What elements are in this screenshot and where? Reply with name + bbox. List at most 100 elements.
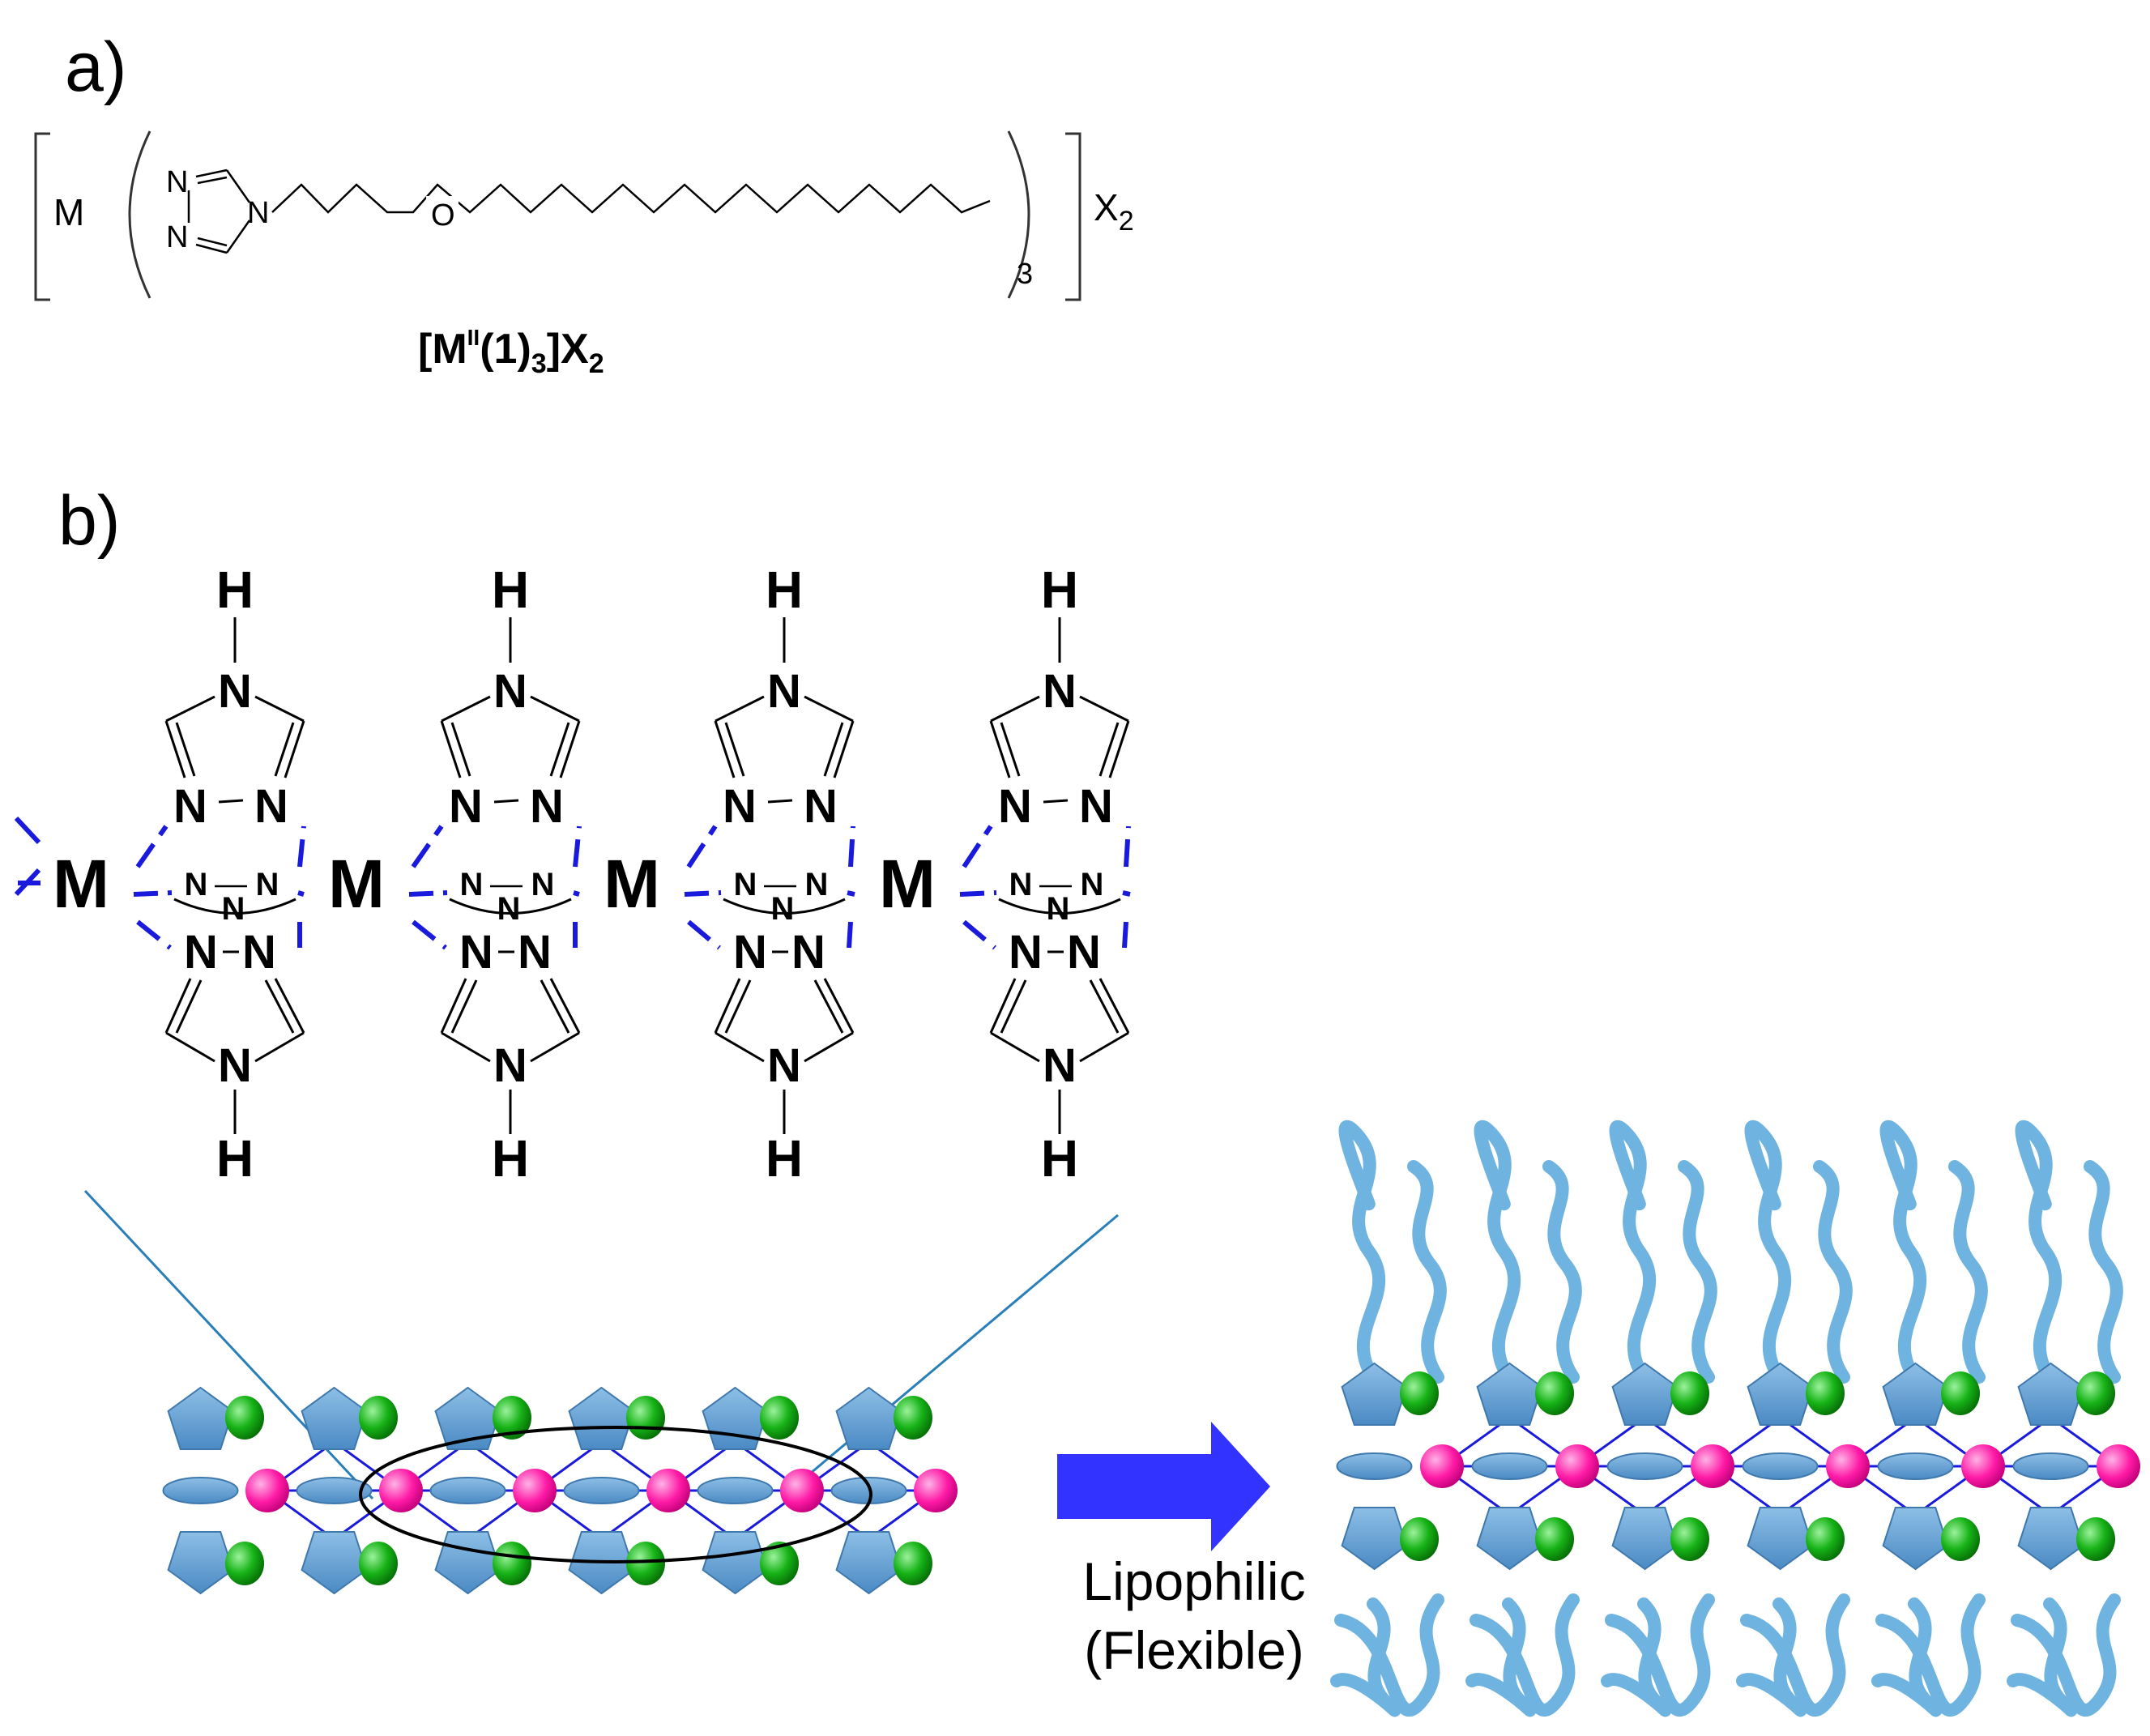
triazole-ring [187, 168, 251, 254]
mid-nitrogen-c-2: N [497, 891, 521, 927]
chain-model-right [1330, 1120, 2140, 1717]
top-ring-bond-b-2 [530, 695, 580, 723]
mid-nitrogen-b-3: N [805, 867, 829, 902]
mid-ring-arc-1 [173, 898, 296, 915]
mid-nitrogen-c-1: N [222, 891, 245, 927]
top-coord-nitrogen-b-3: N [804, 780, 838, 833]
top-ring-bond-b-4 [1079, 695, 1129, 723]
top-hydrogen-2: H [492, 561, 529, 619]
bottom-ring-bond-b-4 [1098, 978, 1130, 1034]
coord-bond-top-left-4 [962, 825, 993, 868]
tail-top-a-2 [1609, 1120, 1657, 1384]
bottom-ring-bond-a2-1 [175, 979, 203, 1034]
bottom-ring-bond-a-3 [714, 978, 741, 1034]
coord-bond-mid-right-3 [847, 890, 855, 897]
ligand-count: 3 [1017, 257, 1033, 290]
bottom-ring-bond-b2-2 [540, 979, 570, 1034]
left-triazole-bottom-4 [835, 1531, 902, 1595]
coord-bond-mid-left-4 [959, 890, 997, 897]
left-anion-bottom-5 [894, 1542, 932, 1585]
top-ring-bond-d-1 [284, 720, 305, 778]
right-triazole-mid-0 [1471, 1452, 1548, 1480]
left-metal-ion-0 [245, 1469, 289, 1512]
mid-nitrogen-b-4: N [1081, 867, 1104, 902]
right-triazole-mid-1 [1606, 1452, 1683, 1480]
bottom-ring-bond-b2-1 [264, 979, 295, 1034]
metal-center-3: M [604, 846, 660, 922]
arrow-caption-line1: Lipophilic [1082, 1551, 1305, 1611]
ring-atom-n1: N [166, 165, 188, 199]
tail-bottom-a-5 [2007, 1597, 2078, 1717]
tail-bottom-b-3 [1740, 1593, 1850, 1717]
mid-ring-arc-2 [449, 898, 572, 915]
left-anion-bottom-3 [626, 1542, 665, 1585]
tail-bottom-b-2 [1605, 1593, 1715, 1717]
coord-bond-mid-right-2 [573, 890, 580, 897]
tail-bottom-a-4 [1871, 1597, 1943, 1717]
right-metal-ion-5 [2097, 1444, 2140, 1488]
coord-bond-top-left-3 [686, 825, 718, 868]
right-anion-top-2 [1670, 1371, 1709, 1415]
top-nh-nitrogen-2: N [493, 665, 527, 718]
arrow-caption-line2: (Flexible) [1084, 1620, 1303, 1680]
formula-ligand-sub: 3 [531, 348, 547, 379]
right-triazole-top-3 [1882, 1362, 1949, 1426]
panel-b-label: b) [58, 482, 120, 560]
formula-ox-state: II [467, 325, 480, 350]
coord-bond-top-right-3 [848, 825, 855, 868]
top-hydrogen-4: H [1041, 561, 1078, 619]
left-triazole-bottom-end [167, 1531, 234, 1595]
mid-nitrogen-a-3: N [734, 867, 757, 902]
bottom-ring-bond-d-2 [530, 1031, 580, 1063]
right-triazole-bottom-end [1341, 1507, 1408, 1571]
right-anion-bottom-5 [2076, 1517, 2115, 1561]
mid-nitrogen-a-4: N [1009, 867, 1033, 902]
panel-a-label: a) [65, 28, 126, 106]
ether-oxygen: O [431, 198, 455, 232]
right-bracket [1065, 132, 1081, 301]
top-nh-nitrogen-3: N [767, 665, 801, 718]
ring-atom-n2: N [166, 220, 188, 254]
tail-top-a-5 [2015, 1120, 2063, 1384]
right-triazole-mid-2 [1742, 1452, 1819, 1480]
top-coord-nitrogen-a-4: N [998, 780, 1032, 833]
tail-bottom-b-1 [1470, 1593, 1580, 1717]
left-triazole-mid-0 [296, 1477, 373, 1504]
top-ring-bond-a-1 [165, 695, 215, 723]
mid-nitrogen-a-2: N [460, 867, 484, 902]
top-ring-bond-d2-3 [823, 722, 844, 777]
top-ring-bond-c-2 [440, 720, 462, 778]
top-coord-nitrogen-a-1: N [173, 780, 207, 833]
tail-top-a-3 [1744, 1120, 1792, 1384]
chain-core-right [1336, 1362, 2140, 1571]
right-triazole-top-2 [1747, 1362, 1814, 1426]
top-ring-bond-c2-1 [175, 722, 196, 777]
top-coord-nitrogen-b-4: N [1079, 780, 1113, 833]
right-metal-ion-0 [1420, 1444, 1464, 1488]
bottom-ring-bond-b-2 [549, 978, 581, 1034]
right-anion-bottom-1 [1535, 1517, 1574, 1561]
formula-ligand: (1) [480, 326, 531, 373]
tail-bottom-a-3 [1736, 1597, 1807, 1717]
right-anion-bottom-2 [1670, 1517, 1709, 1561]
bottom-nh-nitrogen-3: N [767, 1039, 801, 1092]
bottom-coord-nitrogen-b-4: N [1067, 926, 1101, 979]
coord-bond-bottom-left-4 [962, 919, 996, 950]
bottom-nh-nitrogen-1: N [218, 1039, 252, 1092]
formula-close-sub: 2 [589, 348, 604, 379]
right-triazole-bottom-2 [1747, 1507, 1814, 1571]
top-hydrogen-1: H [216, 561, 254, 619]
top-ring-bond-c-1 [164, 720, 186, 778]
left-triazole-mid-3 [697, 1477, 774, 1504]
right-anion-bottom-3 [1806, 1517, 1845, 1561]
bottom-ring-bond-a-1 [164, 978, 192, 1034]
top-ring-bond-b-1 [254, 695, 305, 723]
coord-bond-mid-left-2 [408, 890, 448, 897]
top-ring-bond-d-4 [1108, 720, 1130, 778]
top-ring-bond-c-3 [714, 720, 736, 778]
top-ring-bond-d2-4 [1098, 722, 1120, 777]
mid-nitrogen-a-1: N [185, 867, 208, 902]
top-ring-bond-c2-4 [1000, 722, 1021, 777]
